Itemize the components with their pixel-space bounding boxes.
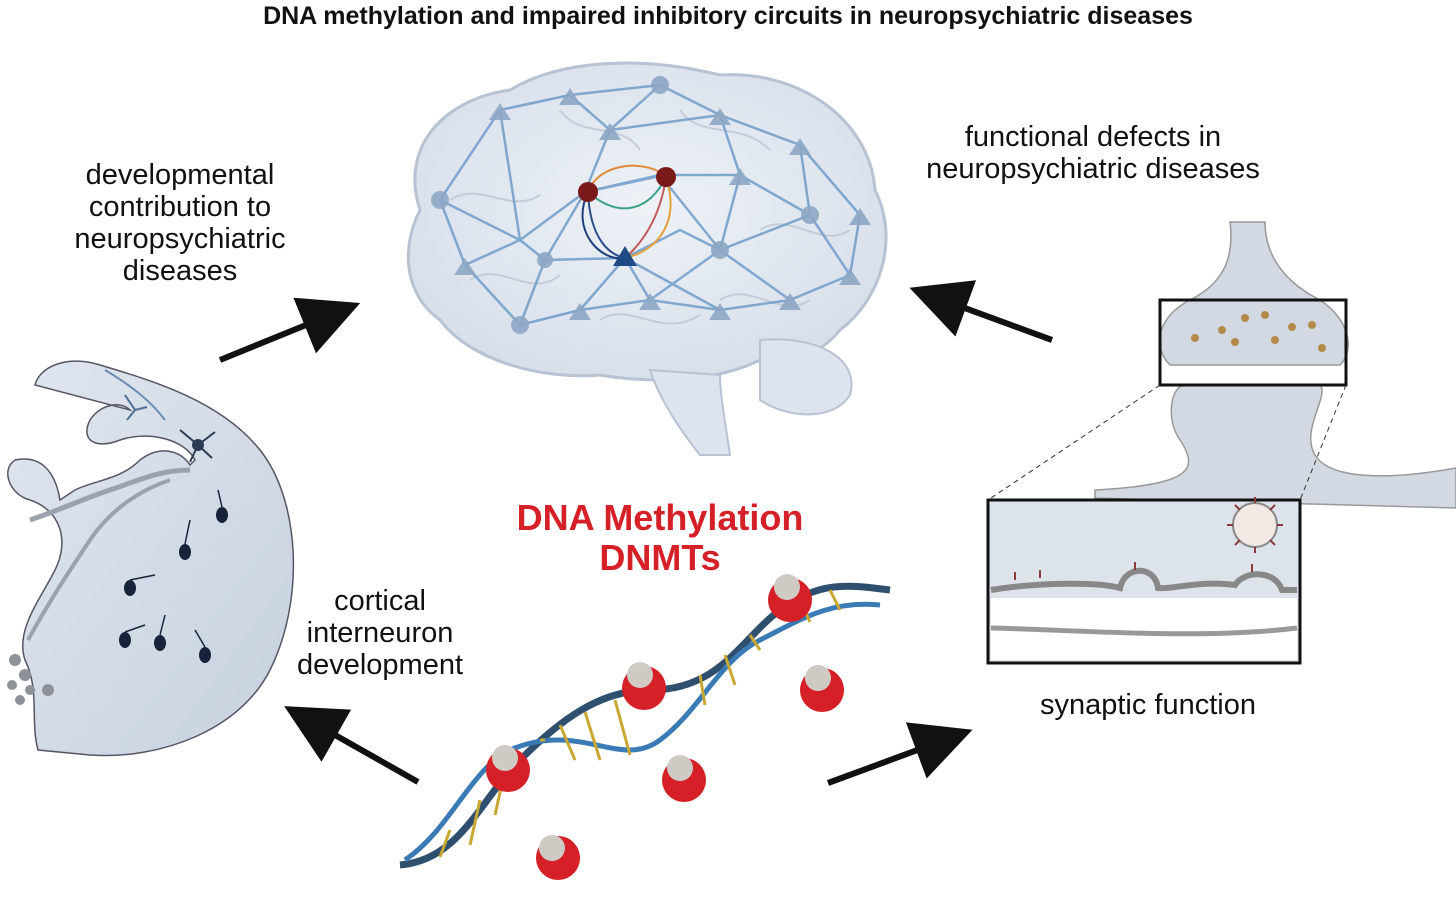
synapse-icon <box>986 221 1456 665</box>
dna-methylation-label: DNA Methylation DNMTs <box>516 497 804 578</box>
synaptic-function-label: synaptic function <box>1039 689 1256 721</box>
functional-defects-label: functional defects in neuropsychiatric d… <box>926 121 1260 185</box>
arrow-dna-to-cortex <box>284 706 420 785</box>
figure-title: DNA methylation and impaired inhibitory … <box>263 2 1193 30</box>
arrow-synapse-to-brain <box>909 280 1054 343</box>
arrow-dna-to-synapse <box>826 722 973 786</box>
cortical-interneuron-label: cortical interneuron development <box>296 585 464 681</box>
dna-helix-icon <box>399 574 891 880</box>
arrow-cortex-to-brain <box>218 297 361 363</box>
arrows <box>218 280 1054 786</box>
cortex-section-icon <box>7 360 295 757</box>
brain-icon <box>406 61 888 456</box>
developmental-label: developmental contribution to neuropsych… <box>74 159 286 287</box>
